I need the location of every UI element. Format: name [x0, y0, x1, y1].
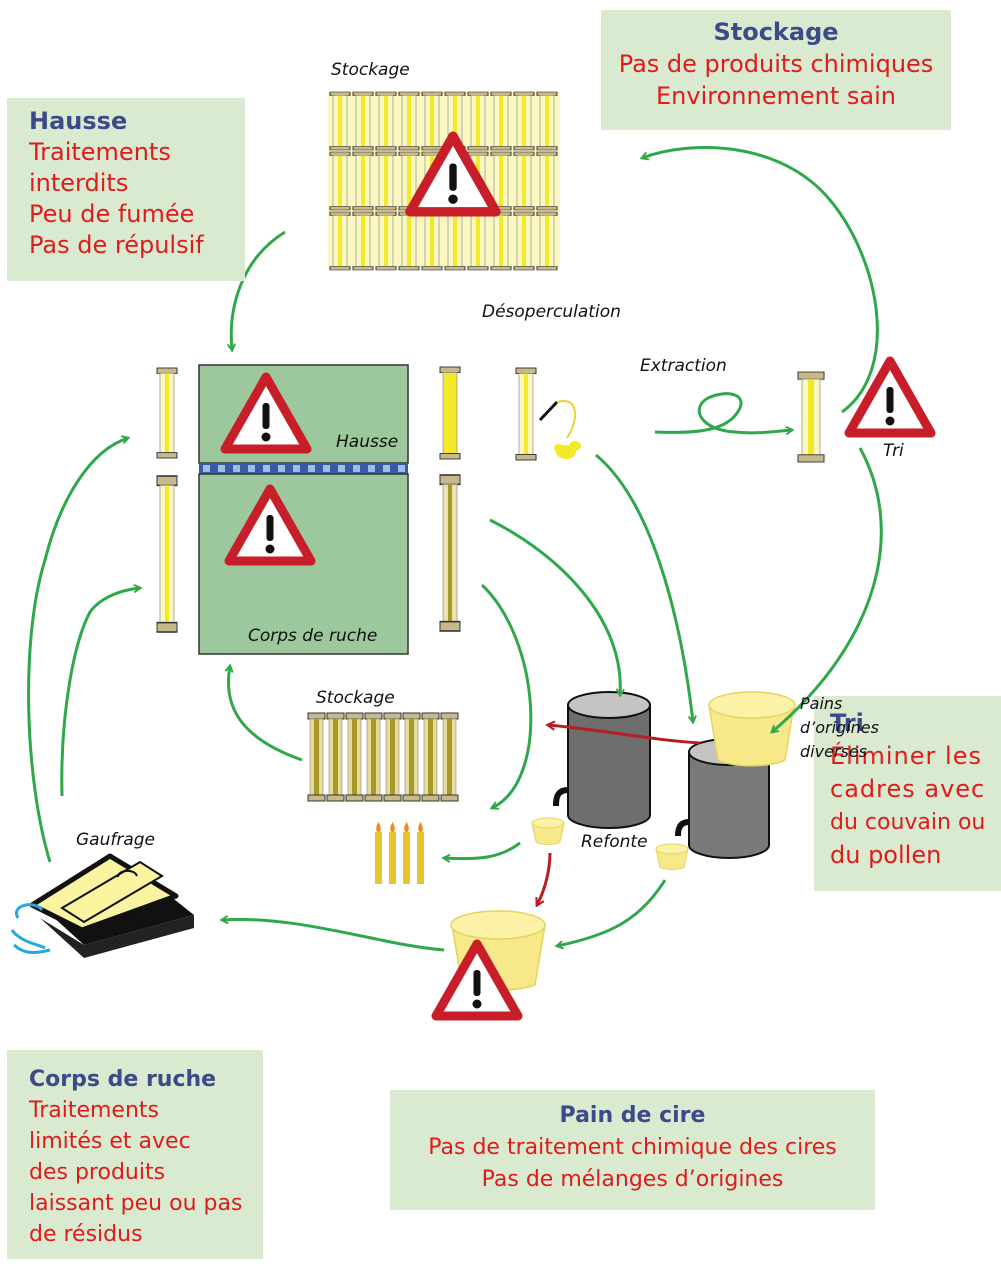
pain-info-box: Pain de cire Pas de traitement chimique …: [390, 1090, 875, 1210]
stockage-info-box: Stockage Pas de produits chimiques Envir…: [601, 10, 951, 130]
tri-line: Éliminer les: [830, 742, 982, 770]
frame-icon: [352, 211, 374, 271]
hausse-title: Hausse: [29, 107, 128, 135]
frame-icon: [352, 91, 374, 151]
frame-icon: [402, 712, 421, 802]
frame-icon: [398, 211, 420, 271]
frame-icon: [439, 474, 461, 632]
frame-icon: [329, 151, 351, 211]
frame-icon: [421, 91, 443, 151]
hausse-line: Pas de répulsif: [29, 231, 204, 259]
tri-info-box: Tri Éliminer les cadres avec du couvain …: [814, 696, 1001, 891]
pain-line: Pas de traitement chimique des cires: [428, 1135, 837, 1160]
extraction-label: Extraction: [640, 356, 727, 376]
corps-info-box: Corps de ruche Traitements limités et av…: [7, 1050, 263, 1259]
frame-icon: [439, 366, 461, 460]
gaufrage-label: Gaufrage: [76, 830, 156, 850]
corps-line: limités et avec: [29, 1129, 191, 1154]
frame-icon: [440, 712, 459, 802]
stockage-line: Pas de produits chimiques: [618, 50, 934, 78]
frame-icon: [156, 367, 178, 459]
pain-line: Pas de mélanges d’origines: [481, 1167, 784, 1192]
frame-icon: [307, 712, 326, 802]
frame-icon: [536, 151, 558, 211]
pains-label-line: d’origines: [800, 718, 879, 737]
stockage-title: Stockage: [713, 18, 839, 46]
frame-icon: [345, 712, 364, 802]
frame-icon: [513, 91, 535, 151]
refonte-label: Refonte: [581, 832, 648, 852]
frame-icon: [467, 211, 489, 271]
corps-line: des produits: [29, 1160, 166, 1185]
tri-line: du pollen: [830, 841, 942, 869]
hausse-line: interdits: [29, 169, 129, 197]
press-icon: [10, 853, 194, 958]
hausse-label: Hausse: [336, 432, 399, 452]
uncapping-frame-icon: [515, 367, 581, 461]
frame-icon: [352, 151, 374, 211]
wax-bowl-icon: [655, 843, 689, 870]
frame-icon: [421, 211, 443, 271]
queen-excluder: [199, 463, 408, 474]
frame-icon: [797, 371, 825, 463]
corps-de-ruche-label: Corps de ruche: [248, 626, 378, 646]
flow-arrows: [27, 146, 883, 952]
frame-icon: [444, 211, 466, 271]
mixing-arrows: [537, 725, 701, 905]
hausse-line: Traitements: [29, 138, 171, 166]
tri-line: cadres avec: [830, 775, 986, 803]
pains-label-line: Pains: [800, 694, 843, 713]
hausse-line: Peu de fumée: [29, 200, 195, 228]
extraction-arrow: [654, 392, 792, 433]
tri-label: Tri: [883, 441, 904, 461]
frame-icon: [513, 151, 535, 211]
wax-bowl-icon: [531, 817, 565, 845]
stockage-mid-label: Stockage: [316, 688, 395, 708]
tri-title: Tri: [830, 709, 864, 737]
frame-icon: [536, 211, 558, 271]
frame-icon: [421, 712, 440, 802]
desoperculation-label: Désoperculation: [482, 302, 621, 322]
stockage-top-label: Stockage: [331, 60, 410, 80]
pains-label-line: diverses: [800, 742, 868, 761]
corps-line: de résidus: [29, 1222, 143, 1247]
stockage-line: Environnement sain: [656, 82, 896, 110]
frame-icon: [375, 91, 397, 151]
pain-title: Pain de cire: [559, 1103, 706, 1128]
tri-line: du couvain ou: [830, 810, 986, 835]
pains-label: Pains d’origines diverses: [800, 692, 879, 764]
stockage-mid-frames: [307, 712, 459, 802]
warning-icon: [849, 361, 931, 433]
frame-icon: [326, 712, 345, 802]
corps-line: laissant peu ou pas: [29, 1191, 243, 1216]
frame-icon: [329, 211, 351, 271]
frame-icon: [375, 211, 397, 271]
frame-icon: [329, 91, 351, 151]
frame-icon: [364, 712, 383, 802]
frame-icon: [375, 151, 397, 211]
hive: [198, 364, 409, 655]
frame-icon: [156, 475, 178, 633]
candles-icon: [375, 822, 424, 884]
corps-line: Traitements: [29, 1098, 160, 1123]
frame-icon: [383, 712, 402, 802]
barrel-icon: [553, 691, 651, 829]
frame-icon: [490, 211, 512, 271]
hausse-info-box: Hausse Traitements interdits Peu de fumé…: [7, 98, 245, 281]
frame-icon: [490, 91, 512, 151]
frame-icon: [513, 211, 535, 271]
wax-bowl-icon: [708, 691, 796, 767]
frame-icon: [398, 91, 420, 151]
frame-icon: [536, 91, 558, 151]
corps-title: Corps de ruche: [29, 1067, 217, 1092]
frame-icon: [467, 91, 489, 151]
